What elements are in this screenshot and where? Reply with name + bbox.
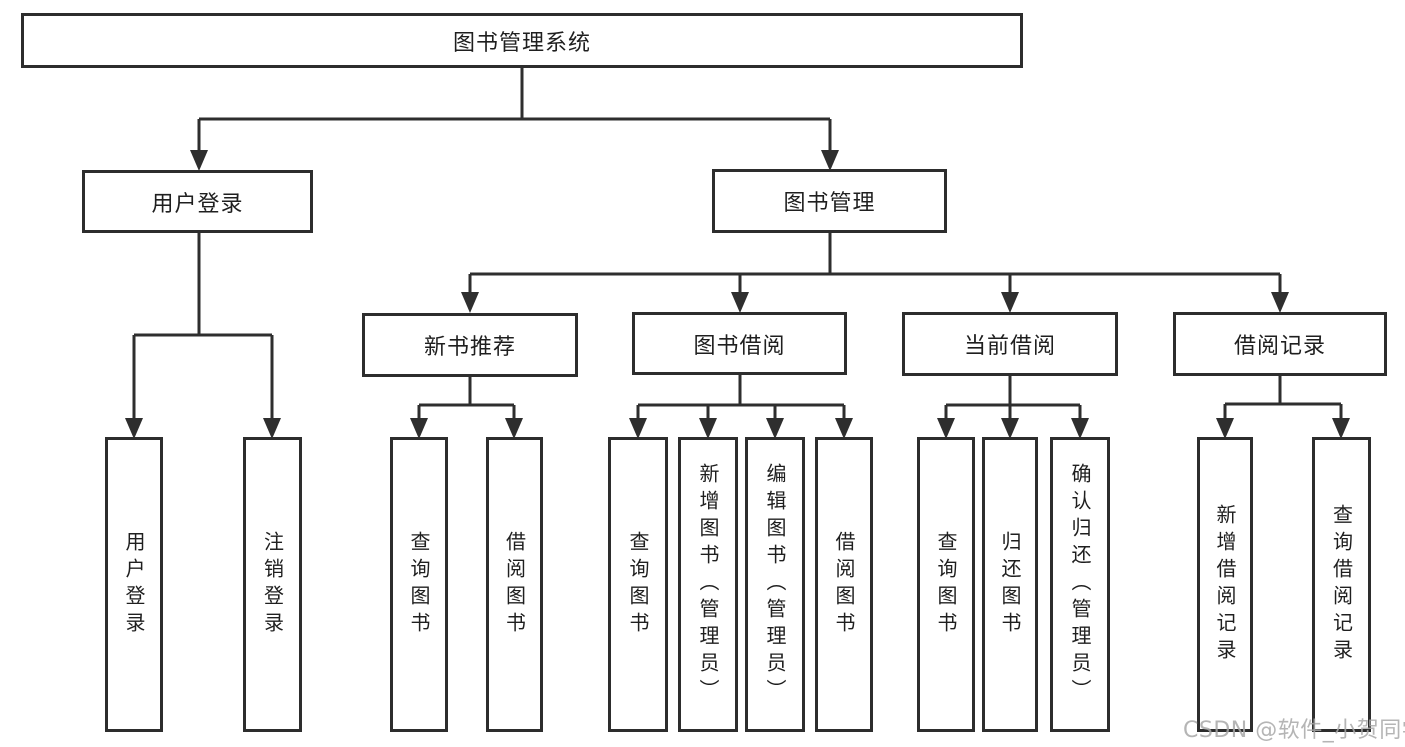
leaf-newbooks-borrow-label: 借阅图书	[502, 530, 527, 639]
leaf-borrow-edit: 编辑图书（管理员）	[745, 437, 805, 732]
leaf-records-query: 查询借阅记录	[1312, 437, 1371, 732]
connector-borrow-records	[1223, 376, 1343, 425]
leaf-borrow-borrow-label: 借阅图书	[832, 530, 856, 639]
arrowhead	[410, 418, 428, 439]
arrowhead	[1271, 292, 1289, 313]
arrowhead	[1332, 418, 1350, 439]
arrowhead	[1216, 418, 1234, 439]
leaf-borrow-add-label: 新增图书（管理员）	[696, 463, 720, 706]
leaf-logout: 注销登录	[243, 437, 302, 732]
node-book-borrow-label: 图书借阅	[693, 333, 786, 359]
arrowhead	[1001, 292, 1019, 313]
leaf-records-query-label: 查询借阅记录	[1329, 503, 1354, 666]
connector-current-borrow	[944, 376, 1082, 425]
node-root: 图书管理系统	[21, 13, 1023, 68]
connector-new-books	[417, 376, 516, 425]
node-new-books: 新书推荐	[362, 313, 578, 377]
leaf-current-query-label: 查询图书	[934, 530, 958, 639]
node-book-mgmt-label: 图书管理	[783, 191, 876, 216]
leaf-user-login-label: 用户登录	[122, 530, 146, 639]
leaf-records-add: 新增借阅记录	[1197, 437, 1253, 732]
arrowhead	[835, 418, 853, 439]
node-user-login: 用户登录	[82, 170, 313, 233]
leaf-borrow-edit-label: 编辑图书（管理员）	[763, 463, 787, 706]
arrowhead	[125, 418, 143, 439]
node-borrow-records-label: 借阅记录	[1233, 334, 1326, 359]
leaf-current-confirm-label: 确认归还（管理员）	[1068, 463, 1092, 706]
node-root-label: 图书管理系统	[452, 30, 591, 56]
arrowhead	[821, 150, 839, 171]
leaf-records-add-label: 新增借阅记录	[1213, 503, 1237, 666]
node-book-mgmt: 图书管理	[712, 169, 947, 233]
connector-root	[197, 68, 832, 158]
leaf-current-confirm: 确认归还（管理员）	[1050, 437, 1110, 732]
leaf-borrow-add: 新增图书（管理员）	[678, 437, 738, 732]
leaf-borrow-borrow: 借阅图书	[815, 437, 873, 732]
node-book-borrow: 图书借阅	[632, 312, 847, 375]
connector-user-login	[132, 233, 274, 425]
node-new-books-label: 新书推荐	[423, 335, 516, 360]
leaf-borrow-query: 查询图书	[608, 437, 668, 732]
connector-book-mgmt	[468, 233, 1282, 301]
leaf-current-return-label: 归还图书	[998, 530, 1022, 639]
arrowhead	[629, 418, 647, 439]
leaf-user-login: 用户登录	[105, 437, 163, 732]
watermark: CSDN @软件_小贺同学	[1183, 718, 1405, 743]
node-borrow-records: 借阅记录	[1173, 312, 1387, 376]
arrowhead	[766, 418, 784, 439]
arrowhead	[505, 418, 523, 439]
node-current-borrow-label: 当前借阅	[963, 334, 1056, 359]
arrowhead	[1001, 418, 1019, 439]
arrowhead	[699, 418, 717, 439]
arrowhead	[1071, 418, 1089, 439]
arrowhead	[461, 292, 479, 313]
arrowhead	[190, 150, 208, 171]
leaf-current-return: 归还图书	[982, 437, 1038, 732]
leaf-newbooks-query: 查询图书	[390, 437, 448, 732]
leaf-newbooks-borrow: 借阅图书	[486, 437, 543, 732]
leaf-borrow-query-label: 查询图书	[626, 530, 650, 639]
node-user-login-label: 用户登录	[151, 191, 244, 217]
leaf-current-query: 查询图书	[917, 437, 975, 732]
leaf-logout-label: 注销登录	[260, 530, 285, 639]
arrowhead	[263, 418, 281, 439]
connector-book-borrow	[636, 375, 846, 425]
leaf-newbooks-query-label: 查询图书	[407, 530, 431, 639]
node-current-borrow: 当前借阅	[902, 312, 1118, 376]
arrowhead	[731, 292, 749, 313]
arrowhead	[937, 418, 955, 439]
